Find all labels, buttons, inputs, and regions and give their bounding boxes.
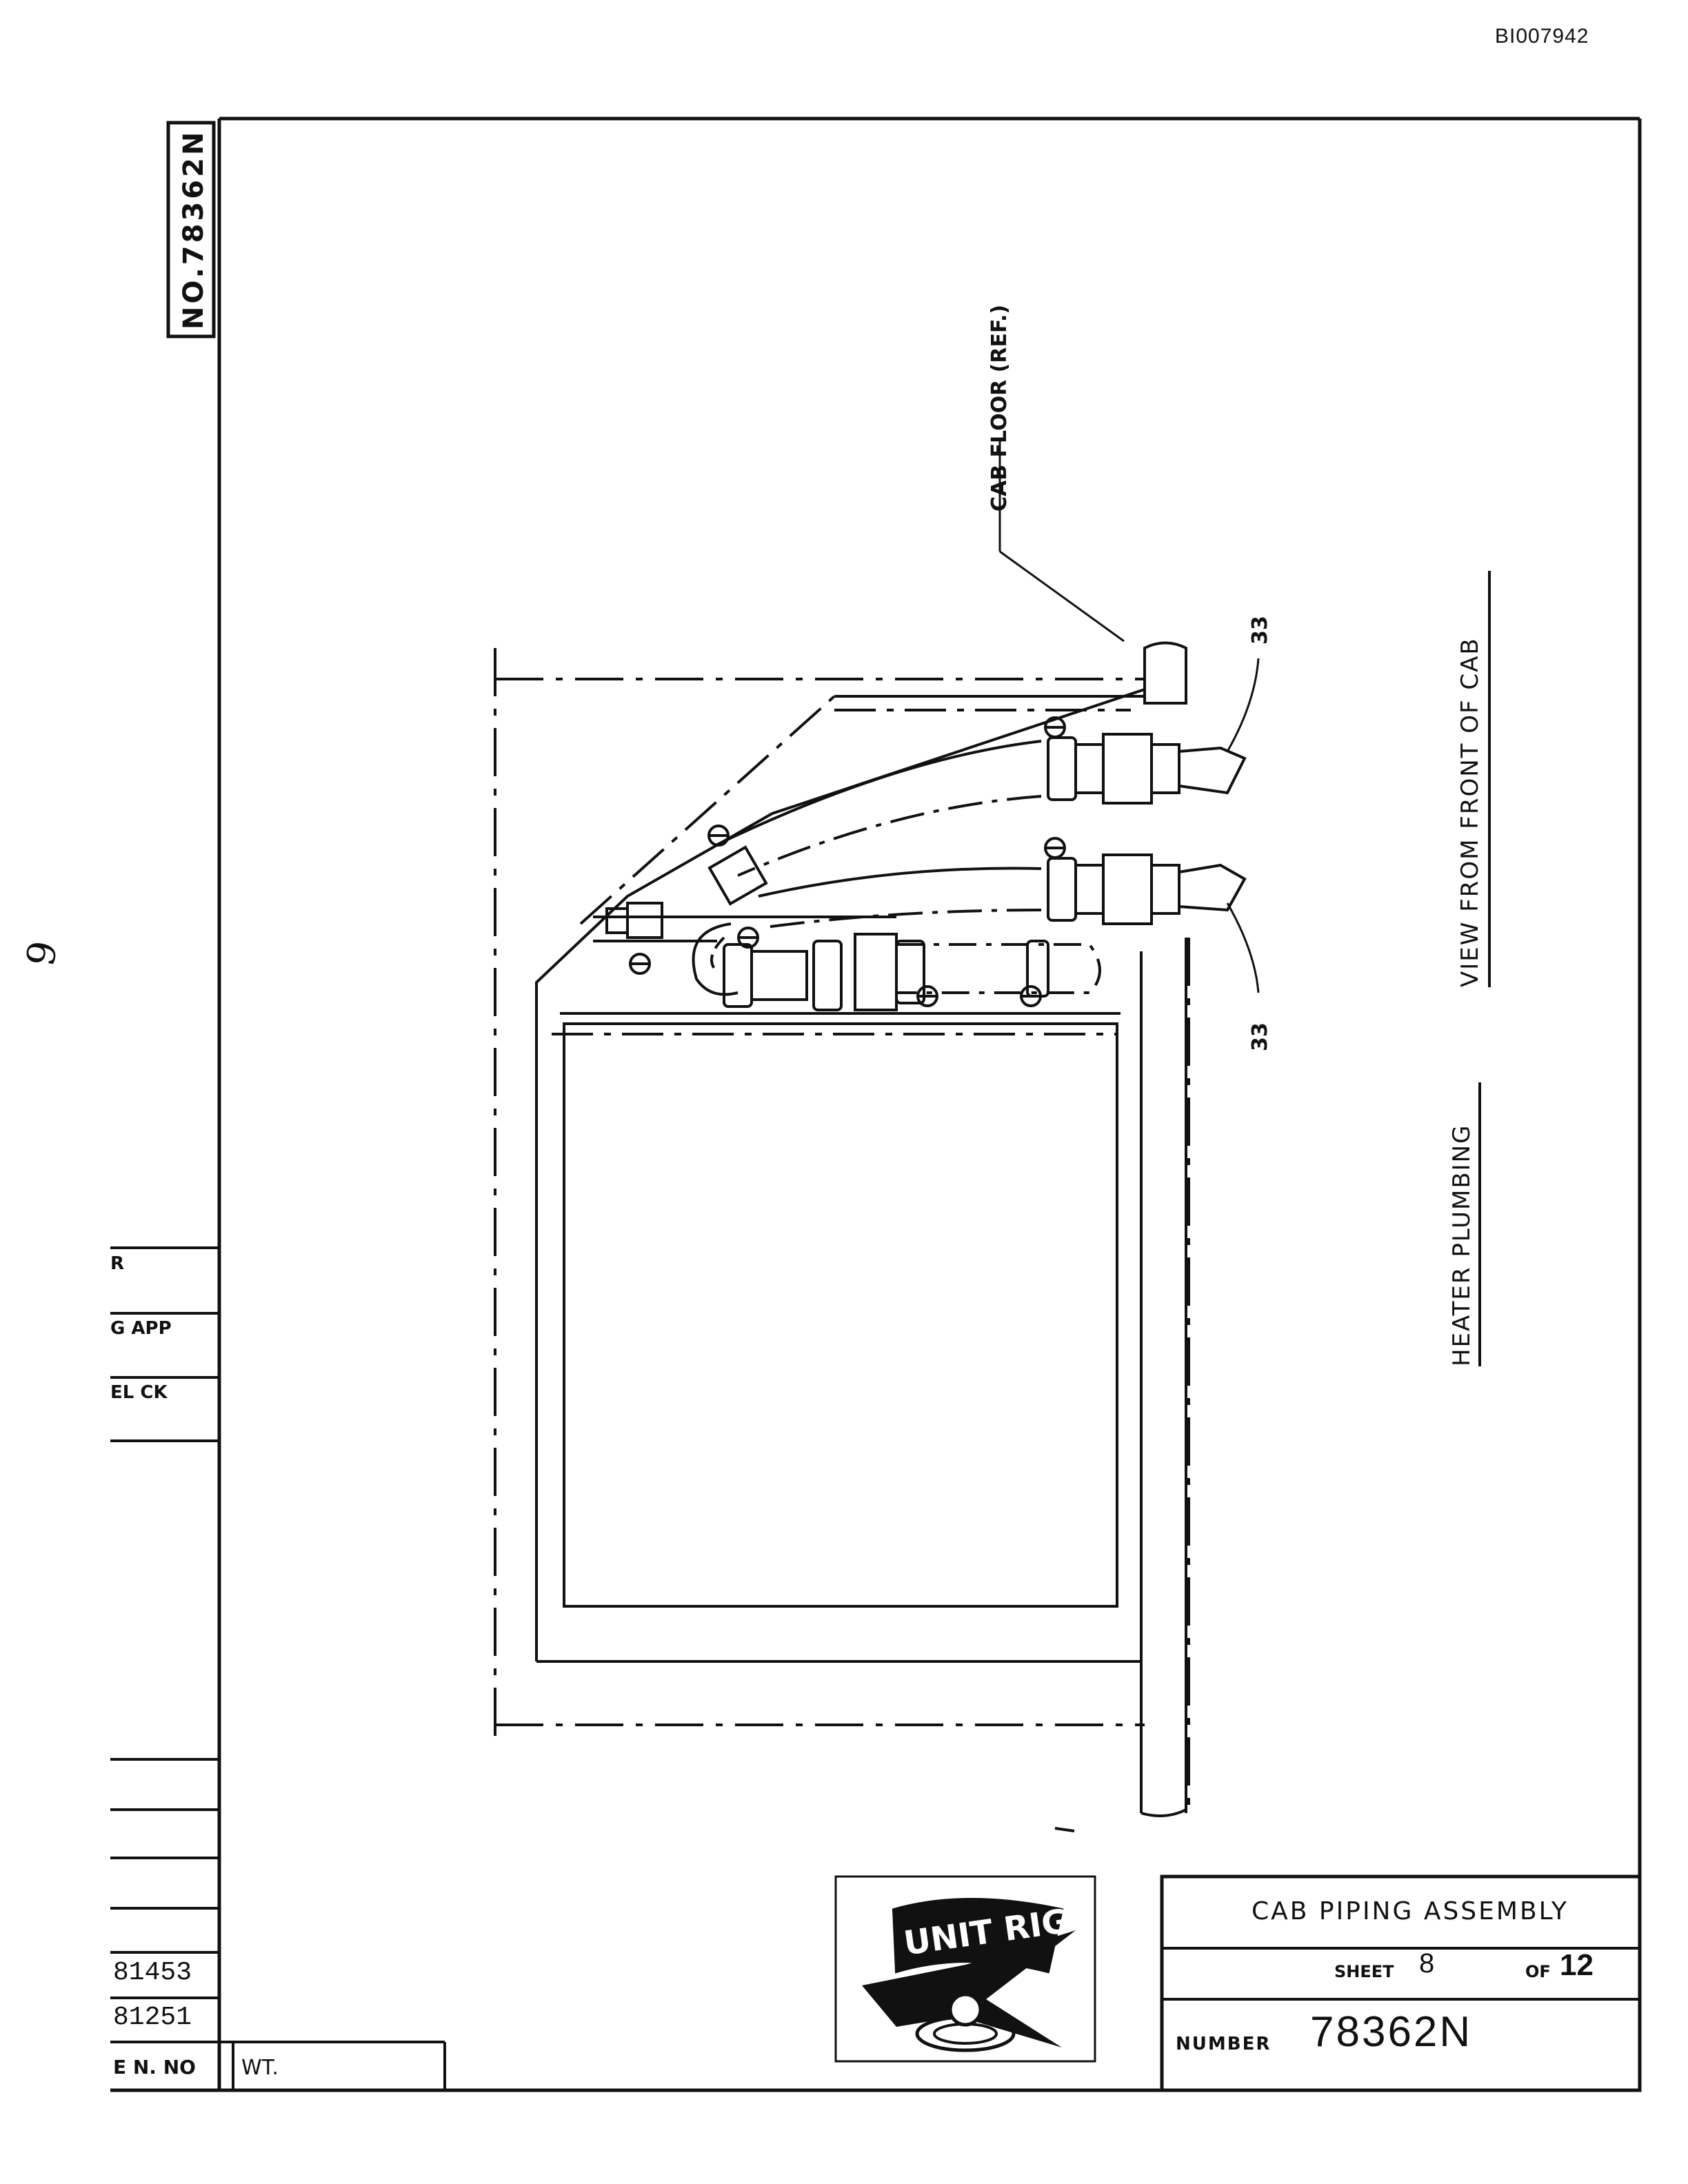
- drawing-number-tab-box: [166, 121, 216, 338]
- fittings: [605, 733, 1247, 1011]
- heater-plumbing-title: HEATER PLUMBING: [1448, 1124, 1476, 1366]
- heater-hoses: [593, 740, 1101, 996]
- sheet-number: 8: [1419, 1948, 1435, 1979]
- cab-floor-callout: CAB FLOOR (REF.): [987, 304, 1012, 512]
- leader-lines: [1226, 658, 1260, 993]
- revision-1: 81453: [113, 1958, 192, 1988]
- signature-row-2: G APP: [110, 1318, 172, 1339]
- signature-block-lines: [110, 1246, 446, 2090]
- number-label: NUMBER: [1176, 2034, 1272, 2054]
- view-title: VIEW FROM FRONT OF CAB: [1456, 637, 1484, 987]
- total-sheets: 12: [1560, 1948, 1594, 1982]
- logo-box: [834, 1875, 1096, 2063]
- title-underlines: [1478, 571, 1491, 1366]
- part-number-label: E N. NO: [113, 2056, 196, 2079]
- drawing-title: CAB PIPING ASSEMBLY: [1252, 1897, 1569, 1925]
- drawing-number: 78362N: [1310, 2008, 1473, 2056]
- signature-row-3: EL CK: [110, 1382, 168, 1403]
- item-33-lower-callout: 33: [1248, 1022, 1272, 1051]
- revision-2: 81251: [113, 2003, 192, 2032]
- weight-label: WT.: [241, 2056, 279, 2080]
- stray-mark: [1054, 1827, 1075, 1832]
- cab-floor-post: [998, 441, 1187, 1817]
- hose-clamps: [629, 716, 1066, 1007]
- item-33-upper-callout: 33: [1248, 616, 1272, 645]
- document-id: BI007942: [1495, 25, 1589, 48]
- of-label: OF: [1525, 1962, 1551, 1981]
- cab-outline: [494, 648, 1190, 1813]
- unit-rig-logo: [862, 1898, 1076, 2052]
- sheet-border: [110, 117, 1642, 2092]
- title-block-frame: [1160, 1874, 1642, 2092]
- sheet-label: SHEET: [1334, 1962, 1394, 1981]
- drawing-number-tab: NO.78362N: [178, 129, 210, 330]
- signature-row-1: R: [110, 1253, 125, 1274]
